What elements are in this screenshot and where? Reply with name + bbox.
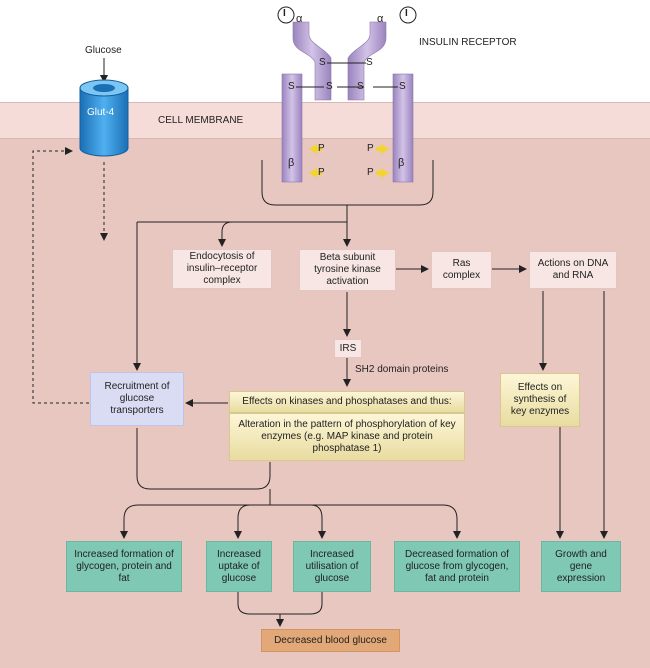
s-label-5: S: [357, 81, 364, 92]
insulin-right-label: I: [405, 8, 408, 19]
beta-activation-box: Beta subunit tyrosine kinase activation: [299, 249, 396, 291]
outcome-glycogen-box: Increased formation of glycogen, protein…: [66, 541, 182, 592]
glut4-transporter-shape: [79, 79, 129, 157]
insulin-molecule-right: [399, 6, 417, 24]
s-label-6: S: [399, 81, 406, 92]
kinases-title-box: Effects on kinases and phosphatases and …: [229, 391, 465, 413]
outcome-decreased-formation-box: Decreased formation of glucose from glyc…: [394, 541, 520, 592]
ras-complex-box: Ras complex: [431, 251, 492, 289]
glut4-label: Glut-4: [87, 107, 115, 118]
decreased-blood-glucose-box: Decreased blood glucose: [261, 629, 400, 652]
endocytosis-box: Endocytosis of insulin–receptor complex: [172, 249, 272, 289]
p-label-4: P: [367, 167, 374, 178]
outcome-uptake-box: Increased uptake of glucose: [206, 541, 272, 592]
synthesis-box: Effects on synthesis of key enzymes: [500, 373, 580, 427]
s-label-4: S: [326, 81, 333, 92]
dna-rna-box: Actions on DNA and RNA: [529, 251, 617, 289]
beta-left-label: β: [288, 157, 295, 169]
irs-box: IRS: [334, 339, 362, 358]
s-label-2: S: [366, 57, 373, 68]
alpha-left-label: α: [296, 13, 303, 25]
beta-right-label: β: [398, 157, 405, 169]
kinases-body-box: Alteration in the pattern of phosphoryla…: [229, 413, 465, 461]
p-label-2: P: [318, 167, 325, 178]
s-label-1: S: [319, 57, 326, 68]
alpha-right-label: α: [377, 13, 384, 25]
p-label-1: P: [318, 143, 325, 154]
insulin-left-label: I: [283, 8, 286, 19]
insulin-molecule-left: [277, 6, 295, 24]
cell-membrane-label: CELL MEMBRANE: [158, 115, 244, 126]
outcome-growth-box: Growth and gene expression: [541, 541, 621, 592]
outcome-utilisation-box: Increased utilisation of glucose: [293, 541, 371, 592]
s-label-3: S: [288, 81, 295, 92]
arrow-to-endocytosis: [218, 221, 233, 247]
glucose-label: Glucose: [85, 45, 122, 56]
insulin-receptor-label: INSULIN RECEPTOR: [419, 37, 517, 48]
p-label-3: P: [367, 143, 374, 154]
recruitment-dashed-feedback: [32, 147, 89, 404]
insulin-receptor-shape: [281, 21, 414, 183]
phosphorylation-arrows: [309, 144, 389, 178]
sh2-label: SH2 domain proteins: [355, 364, 449, 375]
recruitment-box: Recruitment of glucose transporters: [90, 372, 184, 426]
